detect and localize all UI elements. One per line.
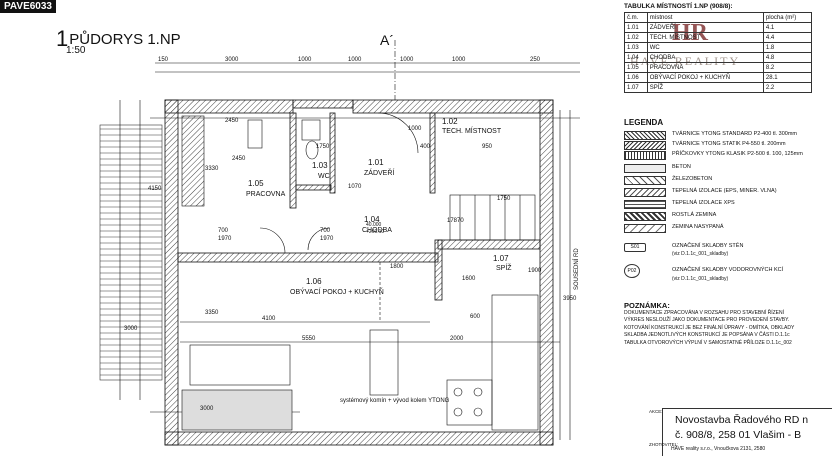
drawing-scale: 1:50 (66, 45, 86, 56)
stamp-line-3: HAVE reality s.r.o., Vnoučkova 2131, 258… (671, 446, 766, 452)
dimension-texts: 150 3000 1000 1000 1000 1000 250 2450 17… (124, 57, 577, 412)
svg-text:1970: 1970 (320, 236, 334, 242)
legend-title: LEGENDA (624, 118, 664, 127)
room-1-07-id: 1.07 (493, 254, 509, 263)
svg-text:4100: 4100 (262, 316, 276, 322)
notes-title: POZNÁMKA: (624, 301, 670, 310)
svg-text:700: 700 (218, 228, 229, 234)
drawing-title: 1PŮDORYS 1.NP (56, 26, 181, 52)
svg-text:1970: 1970 (218, 236, 232, 242)
drawing-tag: PAVE6033 (0, 0, 56, 13)
neighbour-label: SOUSEDNÍ RD (573, 248, 580, 290)
svg-text:250: 250 (530, 57, 541, 63)
note-line: SKLADBA JEDNOTLIVÝCH KONSTRUKCÍ JE POPSÁ… (624, 332, 790, 338)
notes: POZNÁMKA: DOKUMENTACE ZPRACOVÁNA V ROZSA… (624, 302, 829, 347)
note-line: TABULKA OTVOROVÝCH VÝPLNÍ V SAMOSTATNÉ P… (624, 339, 792, 346)
room-1-04-name: CHODBA (362, 227, 392, 234)
svg-text:+260.10: +260.10 (366, 229, 384, 235)
room-1-05-id: 1.05 (248, 179, 264, 188)
svg-text:3000: 3000 (200, 406, 214, 412)
legend: LEGENDA TVÁRNICE YTONG STANDARD P2-400 t… (624, 118, 829, 282)
room-1-05-name: PRACOVNA (246, 191, 286, 198)
room-table: TABULKA MÍSTNOSTÍ 1.NP (908/8): č.m. mís… (624, 3, 824, 93)
table-header: č.m. místnost plocha (m²) (624, 12, 813, 23)
svg-text:1000: 1000 (348, 57, 362, 63)
legend-symbol-sub: (viz D.1.1c_001_skladby) (672, 276, 729, 282)
ventilation-note: systémový komín + vývod kolem YTONG (340, 398, 450, 404)
svg-text:1600: 1600 (462, 276, 476, 282)
room-table-title: TABULKA MÍSTNOSTÍ 1.NP (908/8): (624, 3, 733, 10)
legend-symbol-sub: (viz D.1.1c_001_skladby) (672, 251, 729, 257)
stamp-akce-label: AKCE: (649, 409, 663, 414)
room-1-02-id: 1.02 (442, 117, 458, 126)
title-text: PŮDORYS 1.NP (69, 31, 181, 48)
svg-text:600: 600 (470, 314, 481, 320)
room-1-01-name: ZÁDVEŘÍ (364, 168, 394, 177)
room-1-04-id: 1.04 (364, 215, 380, 224)
svg-text:2450: 2450 (232, 156, 246, 162)
walls (164, 99, 554, 446)
room-1-07-name: SPÍŽ (496, 263, 512, 272)
svg-text:1900: 1900 (528, 268, 542, 274)
room-1-06-name: OBÝVACÍ POKOJ + KUCHYŇ (290, 287, 384, 296)
svg-text:1750: 1750 (316, 144, 330, 150)
room-1-06-id: 1.06 (306, 277, 322, 286)
svg-text:400: 400 (420, 144, 431, 150)
svg-text:3000: 3000 (124, 326, 138, 332)
stamp-line-1: Novostavba Řadového RD n (675, 414, 809, 426)
room-1-03-id: 1.03 (312, 161, 328, 170)
svg-text:2450: 2450 (225, 118, 239, 124)
svg-text:150: 150 (158, 57, 169, 63)
title-number: 1 (56, 26, 69, 51)
svg-text:17870: 17870 (447, 218, 464, 224)
svg-text:1800: 1800 (390, 264, 404, 270)
svg-text:2000: 2000 (450, 336, 464, 342)
svg-text:3330: 3330 (205, 166, 219, 172)
svg-text:1000: 1000 (408, 126, 422, 132)
section-mark: A´ (380, 32, 394, 48)
room-1-02-name: TECH. MÍSTNOST (442, 126, 502, 135)
svg-text:3000: 3000 (225, 57, 239, 63)
svg-text:3950: 3950 (563, 296, 577, 302)
svg-text:4150: 4150 (148, 186, 162, 192)
note-line: VÝKRES NESLOUŽÍ JAKO DOKUMENTACE PRO PRO… (624, 317, 790, 323)
terrace (99, 124, 163, 381)
furniture (181, 112, 539, 431)
stamp-line-2: č. 908/8, 258 01 Vlašim - B (675, 429, 802, 441)
note-line: KOTOVÁNÍ KONSTRUKCÍ JE BEZ FINÁLNÍ ÚPRAV… (624, 324, 795, 331)
svg-text:1750: 1750 (497, 196, 511, 202)
svg-text:1000: 1000 (298, 57, 312, 63)
stamp-zhotovitel-label: ZHOTOVITEL: (649, 442, 679, 447)
svg-text:950: 950 (482, 144, 493, 150)
svg-text:1000: 1000 (400, 57, 414, 63)
svg-text:1000: 1000 (452, 57, 466, 63)
title-block: AKCE: Novostavba Řadového RD n č. 908/8,… (649, 408, 832, 456)
svg-text:40.000: 40.000 (366, 222, 382, 228)
svg-text:5550: 5550 (302, 336, 316, 342)
svg-text:3350: 3350 (205, 310, 219, 316)
svg-text:1070: 1070 (348, 184, 362, 190)
note-line: DOKUMENTACE ZPRACOVÁNA V ROZSAHU PRO STA… (624, 309, 785, 316)
svg-text:700: 700 (320, 228, 331, 234)
room-1-01-id: 1.01 (368, 158, 384, 167)
room-1-03-name: WC (318, 173, 330, 180)
